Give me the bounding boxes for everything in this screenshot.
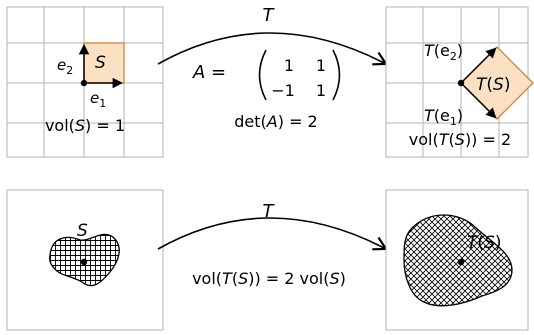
top-map: T A = 1 1 −1 1 det(A) = 2 xyxy=(157,5,388,131)
matrix-m12: 1 xyxy=(316,56,326,75)
label-S-bottom: S xyxy=(77,221,88,241)
bottom-left-panel: S xyxy=(6,189,164,331)
origin-dot xyxy=(80,79,88,87)
Te1-arrow xyxy=(460,82,497,119)
label-e2: e2 xyxy=(57,56,73,77)
label-det: det(A) = 2 xyxy=(234,112,317,131)
Te2-arrow xyxy=(460,47,497,84)
label-Te1: T(e1) xyxy=(424,106,463,128)
origin-dot xyxy=(80,258,88,266)
map-arc-top xyxy=(157,32,388,66)
matrix-m22: 1 xyxy=(316,81,326,100)
label-T-bottom: T xyxy=(263,201,276,222)
bottom-right-panel: T(S) xyxy=(385,189,529,331)
label-S: S xyxy=(95,53,106,73)
origin-dot xyxy=(457,79,465,87)
label-vol-equation: vol(T(S)) = 2 vol(S) xyxy=(192,269,346,288)
label-TS-top: T(S) xyxy=(476,75,510,95)
matrix-m21: −1 xyxy=(271,81,295,100)
map-arc-bottom xyxy=(157,217,388,251)
matrix-m11: 1 xyxy=(284,56,294,75)
label-e1: e1 xyxy=(90,89,106,110)
origin-dot xyxy=(457,258,465,266)
matrix-bracket-right xyxy=(332,49,341,101)
label-Te2: T(e2) xyxy=(424,41,463,63)
top-left-panel: e2 S e1 vol(S) = 1 xyxy=(6,6,164,158)
region-TS xyxy=(403,214,513,307)
label-vol-TS-top: vol(T(S)) = 2 xyxy=(409,130,511,149)
label-T-top: T xyxy=(263,5,276,26)
bottom-map: T vol(T(S)) = 2 vol(S) xyxy=(157,201,388,288)
label-TS-bottom: T(S) xyxy=(467,233,501,253)
label-A-equals: A = xyxy=(192,62,226,83)
label-vol-S: vol(S) = 1 xyxy=(45,116,125,135)
top-right-panel: T(e2) T(S) T(e1) vol(T(S)) = 2 xyxy=(385,6,534,158)
matrix-bracket-left xyxy=(258,49,267,101)
